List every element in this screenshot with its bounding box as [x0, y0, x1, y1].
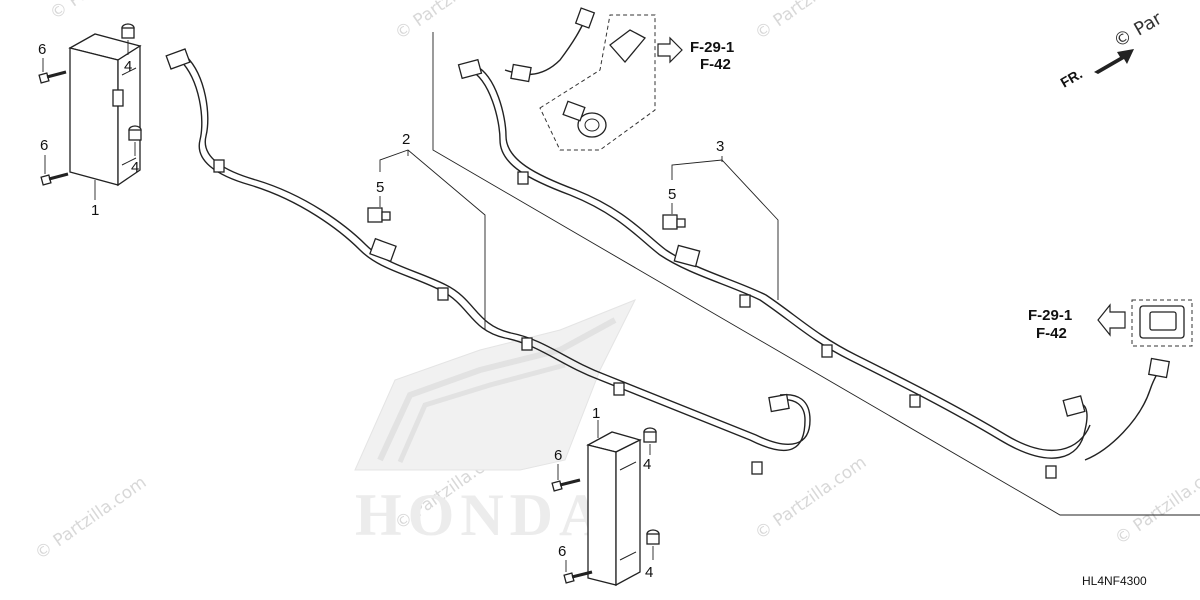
ref-arrow-top: [657, 36, 683, 64]
collar-4-d: [646, 529, 660, 545]
brand-watermark-text: HONDA: [355, 482, 608, 548]
bolt-6-c: [551, 478, 581, 492]
callout-4-c: 4: [643, 456, 651, 473]
front-label: FR.: [1058, 65, 1086, 90]
callout-6-c: 6: [554, 447, 562, 464]
callout-2: 2: [402, 131, 410, 148]
callout-1-top: 1: [91, 202, 99, 219]
callout-1-bottom: 1: [592, 405, 600, 422]
connector-5-a: [367, 207, 391, 223]
bolt-6-a: [38, 70, 67, 84]
collar-4-a: [121, 23, 135, 39]
callout-5-a: 5: [376, 179, 384, 196]
side-lamp-bottom: [586, 431, 642, 587]
connector-5-b: [662, 214, 686, 230]
callout-4-a: 4: [124, 58, 132, 75]
arrow-left-icon: [1097, 303, 1126, 337]
callout-4-b: 4: [131, 159, 139, 176]
ref-right-line2: F-42: [1036, 325, 1067, 342]
front-direction-marker: FR. © Par: [1058, 8, 1167, 91]
watermark-3: © Partzilla.com: [751, 0, 870, 44]
switch-part: [609, 29, 647, 63]
ref-top-line2: F-42: [700, 56, 731, 73]
wire-harness-3: [457, 7, 1171, 479]
bolt-6-b: [40, 172, 69, 186]
bolt-6-d: [563, 570, 593, 584]
callout-4-d: 4: [645, 564, 653, 581]
watermark-6: © Partzilla.com: [751, 452, 870, 544]
brand-logo: HONDA: [354, 299, 637, 548]
watermark-2: © Partzilla.com: [391, 0, 510, 44]
callout-6-d: 6: [558, 543, 566, 560]
diagram-code: HL4NF4300: [1082, 574, 1147, 588]
assembly-frame-line-3: [432, 32, 1200, 516]
side-lamp-top: [68, 33, 142, 187]
accessory-group-top: [539, 14, 656, 151]
watermark-4: © Partzilla.com: [31, 472, 150, 564]
callout-5-b: 5: [668, 186, 676, 203]
collar-4-b: [128, 125, 142, 141]
collar-4-c: [643, 427, 657, 443]
watermark-7: © Partzilla.com: [1111, 457, 1200, 549]
accessory-group-right: [1131, 299, 1193, 347]
arrow-right-icon: [657, 36, 683, 64]
wire-harness-2: [165, 48, 811, 475]
power-socket: [562, 100, 607, 138]
ref-right-line1: F-29-1: [1028, 307, 1072, 324]
bracket-3: [671, 159, 779, 300]
callout-6-a: 6: [38, 41, 46, 58]
callout-3: 3: [716, 138, 724, 155]
arrow-up-right-icon: [1094, 49, 1134, 74]
corner-watermark: © Par: [1110, 8, 1166, 53]
ref-arrow-right: [1097, 303, 1126, 337]
callout-6-b: 6: [40, 137, 48, 154]
ref-top-line1: F-29-1: [690, 39, 734, 56]
watermark-1: © Partzilla.com: [46, 0, 165, 24]
